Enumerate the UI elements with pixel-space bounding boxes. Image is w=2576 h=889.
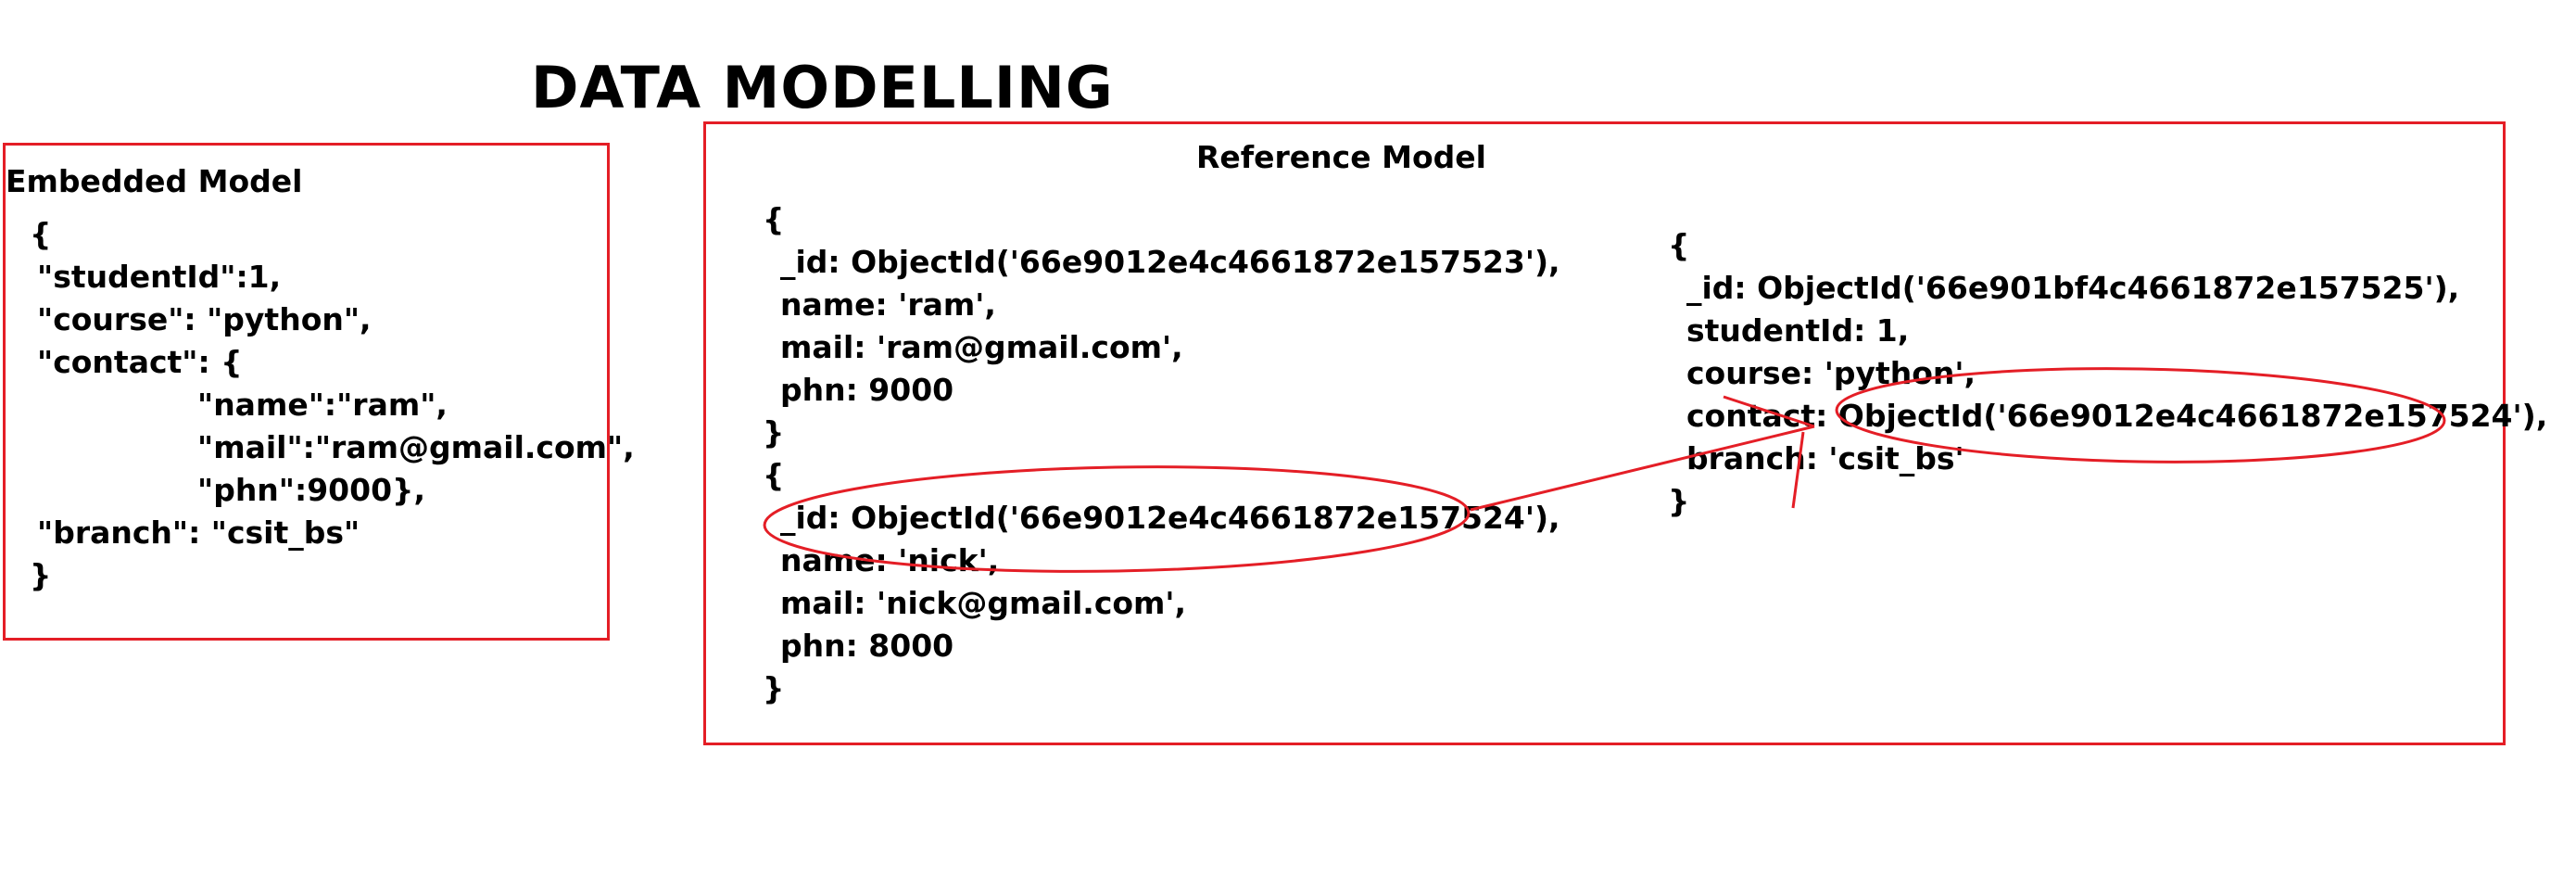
student-doc-contact: contact: ObjectId('66e9012e4c4661872e157… (1686, 398, 2548, 434)
embedded-line-course: "course": "python", (37, 301, 372, 337)
embedded-model-heading: Embedded Model (6, 163, 303, 199)
student-doc-open-brace: { (1668, 227, 1690, 263)
contacts-doc2-open-brace: { (763, 457, 785, 493)
embedded-model-box (3, 143, 610, 641)
contacts-doc1-mail: mail: 'ram@gmail.com', (780, 329, 1183, 365)
contacts-doc2-name: name: 'nick', (780, 542, 1000, 578)
embedded-line-student-id: "studentId":1, (37, 259, 282, 295)
embedded-line-close-brace: } (30, 557, 52, 593)
contacts-doc2-id: _id: ObjectId('66e9012e4c4661872e157524'… (780, 500, 1560, 536)
reference-model-heading: Reference Model (1196, 139, 1486, 175)
contacts-doc1-close-brace: } (763, 414, 785, 451)
student-doc-course: course: 'python', (1686, 355, 1976, 391)
page-title: DATA MODELLING (531, 54, 1114, 121)
contacts-doc1-open-brace: { (763, 201, 785, 237)
embedded-line-open-brace: { (30, 216, 52, 252)
contacts-doc1-phn: phn: 9000 (780, 372, 954, 408)
contacts-doc2-close-brace: } (763, 670, 785, 706)
student-doc-close-brace: } (1668, 483, 1690, 519)
contacts-doc2-phn: phn: 8000 (780, 628, 954, 664)
embedded-line-contact-phn: "phn":9000}, (197, 472, 426, 508)
reference-model-box (703, 121, 2506, 745)
contacts-doc2-mail: mail: 'nick@gmail.com', (780, 585, 1187, 621)
student-doc-branch: branch: 'csit_bs' (1686, 440, 1964, 476)
contacts-doc1-id: _id: ObjectId('66e9012e4c4661872e157523'… (780, 244, 1560, 280)
student-doc-id: _id: ObjectId('66e901bf4c4661872e157525'… (1686, 270, 2460, 306)
embedded-line-branch: "branch": "csit_bs" (37, 514, 360, 551)
embedded-line-contact-mail: "mail":"ram@gmail.com", (197, 429, 635, 465)
student-doc-student-id: studentId: 1, (1686, 312, 1910, 349)
embedded-line-contact: "contact": { (37, 344, 243, 380)
contacts-doc1-name: name: 'ram', (780, 286, 996, 323)
embedded-line-contact-name: "name":"ram", (197, 387, 448, 423)
